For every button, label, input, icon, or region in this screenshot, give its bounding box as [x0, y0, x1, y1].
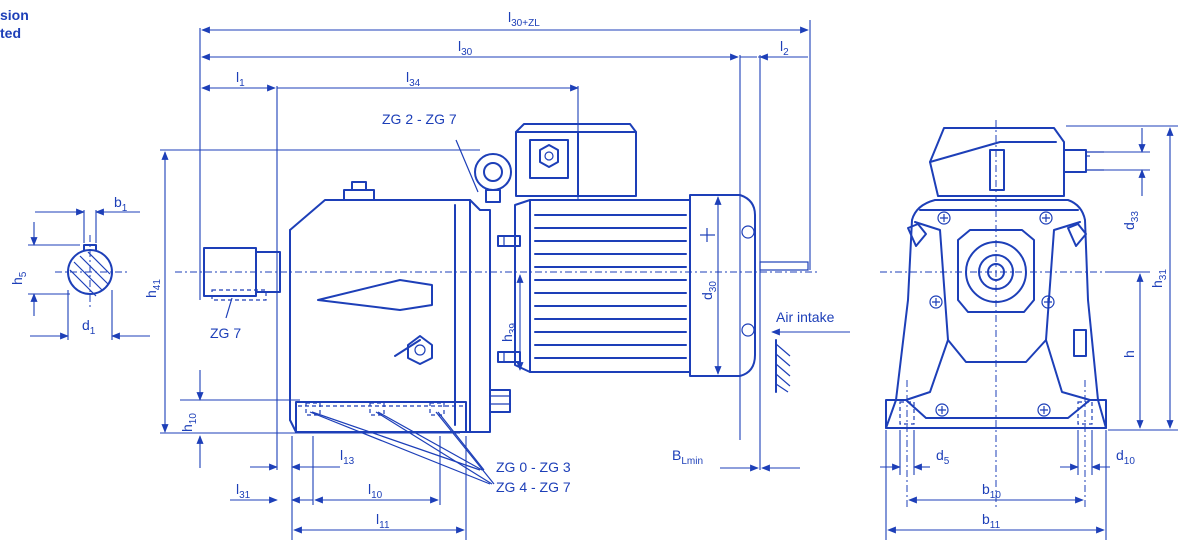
label-d5: d5 [936, 447, 950, 467]
corner-text-2: ted [0, 25, 21, 41]
label-h5: h5 [9, 271, 29, 285]
label-b10: b10 [982, 481, 1001, 501]
side-view [160, 20, 850, 540]
label-b1: b1 [114, 194, 128, 214]
end-view [880, 120, 1178, 540]
label-d33: d33 [1121, 211, 1141, 230]
callout-zg2-zg7: ZG 2 - ZG 7 [382, 111, 457, 127]
label-h10: h10 [179, 413, 199, 432]
label-l13: l13 [340, 447, 355, 467]
label-b11: b11 [982, 511, 1001, 531]
shaft-section-view [28, 208, 150, 340]
label-h: h [1121, 350, 1137, 358]
label-l34: l34 [406, 69, 421, 89]
label-h41: h41 [143, 279, 163, 298]
label-l11: l11 [376, 511, 390, 531]
label-h39: h39 [499, 323, 519, 342]
label-l2: l2 [780, 38, 789, 58]
label-d1: d1 [82, 317, 96, 337]
corner-text-1: sion [0, 7, 29, 23]
label-h31: h31 [1149, 269, 1169, 288]
callout-zg4-zg7: ZG 4 - ZG 7 [496, 479, 571, 495]
label-l10: l10 [368, 481, 383, 501]
label-l30: l30 [458, 38, 473, 58]
label-blmin: BLmin [672, 447, 703, 467]
callout-zg7: ZG 7 [210, 325, 241, 341]
label-l31: l31 [236, 481, 251, 501]
label-d10: d10 [1116, 447, 1135, 467]
label-d30: d30 [699, 281, 719, 300]
label-l30zl: l30+ZL [508, 9, 540, 29]
callout-air-intake: Air intake [776, 309, 835, 325]
label-l1: l1 [236, 69, 245, 89]
callout-zg0-zg3: ZG 0 - ZG 3 [496, 459, 571, 475]
